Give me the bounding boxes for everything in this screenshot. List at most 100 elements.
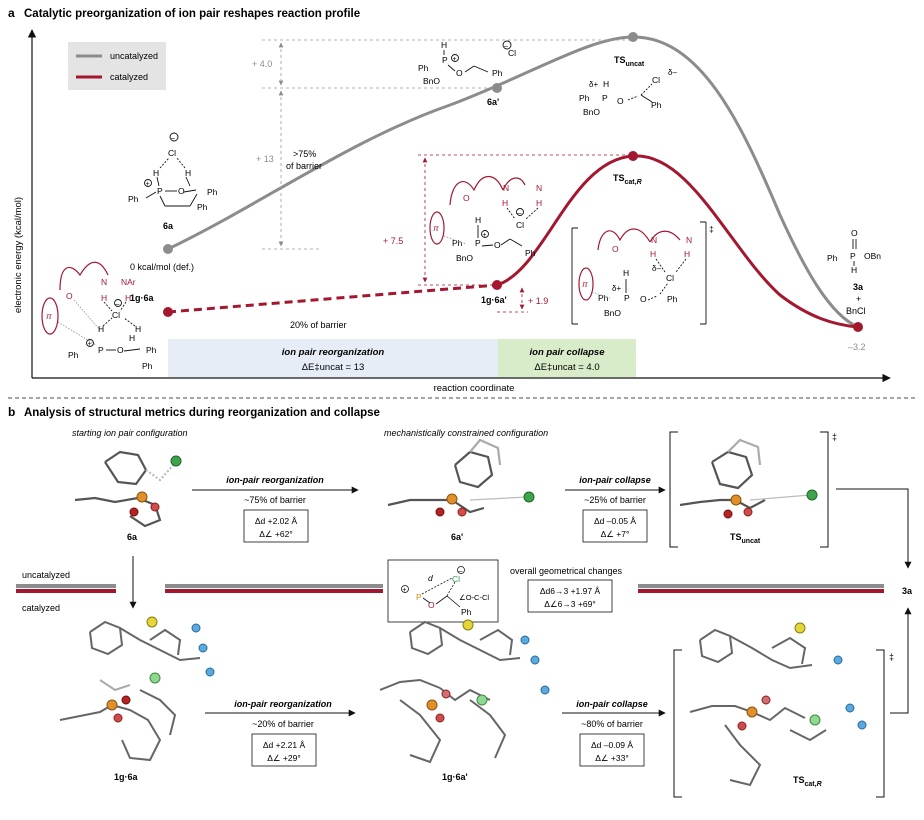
label-of-barrier: of barrier [286,161,322,171]
svg-text:H: H [153,168,159,178]
point-6a [163,244,173,254]
u-reorg-box [243,509,309,543]
panel-a-letter: a [8,6,15,20]
geometry-key-box: + P O d Cl – ∠O-C-Cl Ph [387,559,499,623]
point-1g-6a [163,307,173,317]
svg-text:Cl: Cl [112,310,120,320]
overall-box [527,579,613,613]
overall-title: overall geometrical changes [510,566,623,576]
svg-text:δ+: δ+ [589,80,598,89]
svg-text:N: N [536,183,542,193]
svg-text:‡: ‡ [709,224,714,234]
b-label-1g-6a: 1g·6a [114,772,139,782]
svg-text:N: N [651,235,657,245]
b-label-1g-6a-prime: 1g·6a' [442,772,468,782]
svg-text:H: H [851,265,857,275]
y-axis-label: electronic energy (kcal/mol) [13,197,24,313]
panel-a-title: Catalytic preorganization of ion pair re… [24,8,360,20]
svg-text:Ph: Ph [827,253,838,263]
svg-text:H: H [684,249,690,259]
row-divider-bars [16,584,884,593]
label-plus-13: + 13 [256,154,274,164]
reorganization-title: ion pair reorganization [282,347,385,358]
svg-text:BnO: BnO [423,76,440,86]
u-reorg-d: Δd +2.02 Å [255,516,298,526]
svg-text:H: H [125,293,131,303]
svg-text:O: O [428,600,435,610]
svg-text:Cl: Cl [452,574,460,584]
c-collapse-pct: ~80% of barrier [581,719,643,729]
ts-uncat-dagger: ‡ [832,432,837,442]
svg-text:O: O [456,68,463,78]
svg-text:+: + [483,232,487,239]
svg-text:Ph: Ph [492,68,503,78]
x-axis-label: reaction coordinate [434,383,515,394]
svg-text:Ph: Ph [418,63,429,73]
u-reorg-pct: ~75% of barrier [244,495,306,505]
svg-text:∠O-C-Cl: ∠O-C-Cl [459,593,489,602]
molecule-render-ts-uncat [679,438,818,519]
label-plus-7-5: + 7.5 [383,236,403,246]
ts-cat-dagger: ‡ [889,652,894,662]
label-plus-4: + 4.0 [252,59,272,69]
species-plus: + [856,294,861,304]
svg-text:H: H [185,168,191,178]
svg-text:BnO: BnO [583,107,600,117]
constrained-config-label: mechanistically constrained configuratio… [384,428,548,438]
molecule-render-6a-prime [387,438,535,517]
svg-text:O: O [640,294,647,304]
svg-text:P: P [157,186,163,196]
svg-text:Ph: Ph [197,202,208,212]
uncat-energy-brackets [262,39,630,250]
svg-text:Cl: Cl [168,148,176,158]
c-collapse-box [579,733,645,767]
svg-text:+: + [88,341,92,348]
b-label-6a-prime: 6a' [451,532,463,542]
svg-text:–: – [116,301,120,308]
point-1g-6a-prime [492,280,502,290]
species-ts-cat: TScat,R [613,173,642,186]
species-bncl: BnCl [846,306,866,316]
label-twenty-pct: 20% of barrier [290,320,347,330]
u-reorg-title: ion-pair reorganization [226,475,324,485]
svg-text:Ph: Ph [452,238,463,248]
panel-a: a Catalytic preorganization of ion pair … [8,6,891,394]
b-label-ts-cat: TScat,R [793,775,822,788]
svg-text:O: O [117,345,124,355]
cat-energy-brackets [418,154,630,313]
svg-text:Ph: Ph [68,350,79,360]
uncatalyzed-curve [167,35,859,329]
svg-text:δ–: δ– [652,264,661,273]
overall-d: Δd6→3 +1.97 Å [540,586,601,596]
catalyzed-dashed-segment [167,283,498,314]
c-collapse-a: Δ∠ +33° [595,753,628,763]
svg-text:H: H [650,249,656,259]
svg-text:π: π [582,279,588,289]
svg-text:–: – [459,568,463,575]
overall-angle: Δ∠6→3 +69° [544,599,595,609]
svg-text:P: P [416,592,422,602]
svg-text:O: O [851,228,858,238]
svg-text:Cl: Cl [666,273,674,283]
svg-text:Cl: Cl [652,75,660,85]
uncatalyzed-row-label: uncatalyzed [22,570,70,580]
svg-text:N: N [101,277,107,287]
svg-text:H: H [135,324,141,334]
u-collapse-d: Δd –0.05 Å [594,516,636,526]
svg-text:H: H [441,40,447,50]
svg-text:O: O [612,244,619,254]
label-minus-3-2: –3.2 [848,342,866,352]
point-ts-cat [628,151,638,161]
svg-text:P: P [475,238,481,248]
label-zero: 0 kcal/mol (def.) [130,262,194,272]
b-label-6a: 6a [127,532,138,542]
collapse-band [498,339,636,377]
svg-text:P: P [624,293,630,303]
molecule-render-1g-6a-prime [379,619,550,764]
svg-text:NAr: NAr [121,277,136,287]
species-1g-6a: 1g·6a [130,293,155,303]
svg-text:H: H [623,268,629,278]
svg-text:P: P [98,345,104,355]
svg-text:N: N [686,235,692,245]
structure-1g-6a-prime: π O N N H H Cl – H P O Ph BnO Ph + [429,175,542,263]
